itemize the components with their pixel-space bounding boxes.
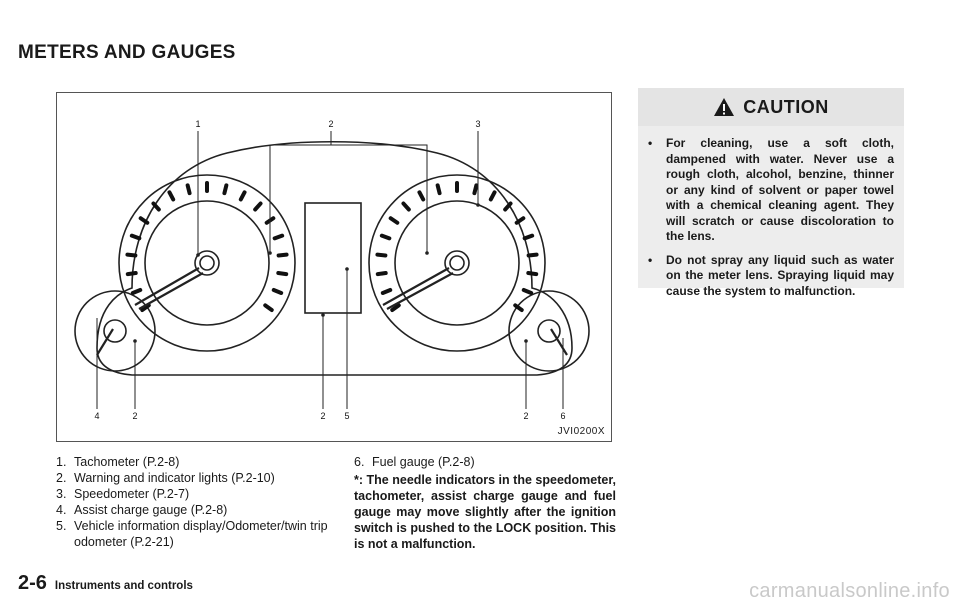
dial-tick [271,287,284,295]
tachometer-dial [118,174,296,352]
legend-right-column: 6. Fuel gauge (P.2-8) *: The needle indi… [354,454,616,552]
legend-num: 2. [56,471,67,485]
dial-tick [375,271,388,277]
watermark: carmanualsonline.info [749,580,950,602]
callout-3: 3 [475,119,480,129]
legend-item: 5. Vehicle information display/Odometer/… [56,518,346,550]
dial-tick [526,271,539,277]
dial-tick [276,252,289,258]
caution-item: • Do not spray any liquid such as water … [648,253,894,300]
dial-tick [125,271,138,277]
caution-text: For cleaning, use a soft cloth, dampened… [666,136,894,243]
needle-note: *: The needle indicators in the speedome… [354,473,616,551]
legend-text: Speedometer (P.2-7) [74,487,190,501]
dial-tick [140,303,151,313]
caution-text: Do not spray any liquid such as water on… [666,252,894,298]
dial-tick [513,303,524,313]
dial-tick [417,190,426,202]
dial-tick [390,303,401,313]
dial-tick [472,183,479,196]
dial-tick [380,287,393,295]
vehicle-information-display [304,202,362,314]
legend-item: 1. Tachometer (P.2-8) [56,454,346,470]
page-number: 2-6 [18,572,47,594]
caution-title: CAUTION [743,96,829,117]
callout-1: 1 [195,119,200,129]
legend-num: 1. [56,455,67,469]
dial-tick [222,183,229,196]
bullet: • [648,136,653,150]
caution-box: CAUTION • For cleaning, use a soft cloth… [638,88,904,298]
callout-2-center: 2 [320,411,325,421]
dial-tick [167,190,176,202]
dial-tick [522,233,535,241]
page-heading: METERS AND GAUGES [18,42,236,63]
page-footer: 2-6 Instruments and controls [18,572,193,595]
dial-tick [375,252,388,258]
legend-text: Fuel gauge (P.2-8) [372,455,475,469]
legend-item: 6. Fuel gauge (P.2-8) [354,454,616,470]
legend-text: Assist charge gauge (P.2-8) [74,503,228,517]
dial-tick [435,183,442,196]
callout-6: 6 [560,411,565,421]
legend-list: 1. Tachometer (P.2-8) 2. Warning and ind… [56,454,346,550]
legend-item: 2. Warning and indicator lights (P.2-10) [56,470,346,486]
legend-text: Tachometer (P.2-8) [74,455,180,469]
dial-tick [379,233,392,241]
dial-tick [488,190,497,202]
legend-text: Vehicle information display/Odometer/twi… [74,519,328,549]
dial-tick [263,303,274,313]
legend-num: 4. [56,503,67,517]
callout-2-top: 2 [328,119,333,129]
callout-5: 5 [344,411,349,421]
dial-tick [388,216,400,225]
fuel-gauge [508,290,590,372]
dial-tick [276,271,289,277]
dial-tick [401,201,411,212]
section-name: Instruments and controls [54,580,193,592]
caution-header: CAUTION [638,88,904,126]
cluster-housing [96,141,573,376]
dial-tick [125,252,138,258]
dial-tick [514,216,526,225]
dial-tick [129,233,142,241]
dial-tick [521,287,534,295]
callout-4: 4 [94,411,99,421]
legend-num: 3. [56,487,67,501]
warning-triangle-icon [714,98,735,116]
legend-item: 3. Speedometer (P.2-7) [56,486,346,502]
dial-tick [526,252,539,258]
dial-tick [272,233,285,241]
legend-num: 6. [354,455,365,469]
instrument-cluster-illustration: 1 2 3 4 2 2 5 2 6 [74,119,590,421]
dial-tick [238,190,247,202]
dial-tick [151,201,161,212]
bullet: • [648,252,653,267]
assist-charge-gauge [74,290,156,372]
dial-tick [185,183,192,196]
legend-text: Warning and indicator lights (P.2-10) [74,471,275,485]
legend-item: 4. Assist charge gauge (P.2-8) [56,502,346,518]
instrument-cluster-figure: 1 2 3 4 2 2 5 2 6 JVI0200X [56,92,612,442]
speedometer-dial [368,174,546,352]
callout-2-right: 2 [523,411,528,421]
dial-tick [253,201,263,212]
dial-tick [503,201,513,212]
caution-list: • For cleaning, use a soft cloth, dampen… [638,126,904,299]
legend-num: 5. [56,519,67,533]
caution-item: • For cleaning, use a soft cloth, dampen… [648,136,894,245]
dial-tick [138,216,150,225]
dial-tick [130,287,143,295]
figure-code: JVI0200X [557,426,605,437]
callout-2-left: 2 [132,411,137,421]
